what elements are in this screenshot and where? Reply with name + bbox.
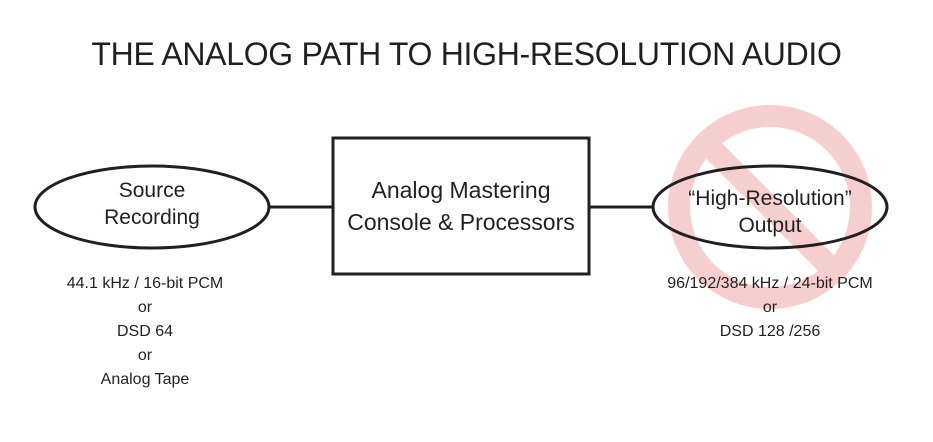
- source-recording-label: Source Recording: [104, 179, 200, 229]
- high-resolution-output-label: “High-Resolution” Output: [688, 187, 852, 237]
- mastering-console-label: Analog Mastering Console & Processors: [347, 177, 575, 235]
- output-formats-caption: 96/192/384 kHz / 24-bit PCM or DSD 128 /…: [667, 275, 873, 340]
- prohibition-sign-icon: [668, 105, 872, 309]
- mastering-console-node: [331, 136, 591, 276]
- source-formats-caption: 44.1 kHz / 16-bit PCM or DSD 64 or Analo…: [66, 275, 224, 388]
- high-resolution-output-node: [651, 164, 889, 250]
- source-recording-node: [33, 164, 271, 250]
- diagram-title: THE ANALOG PATH TO HIGH-RESOLUTION AUDIO: [91, 36, 842, 72]
